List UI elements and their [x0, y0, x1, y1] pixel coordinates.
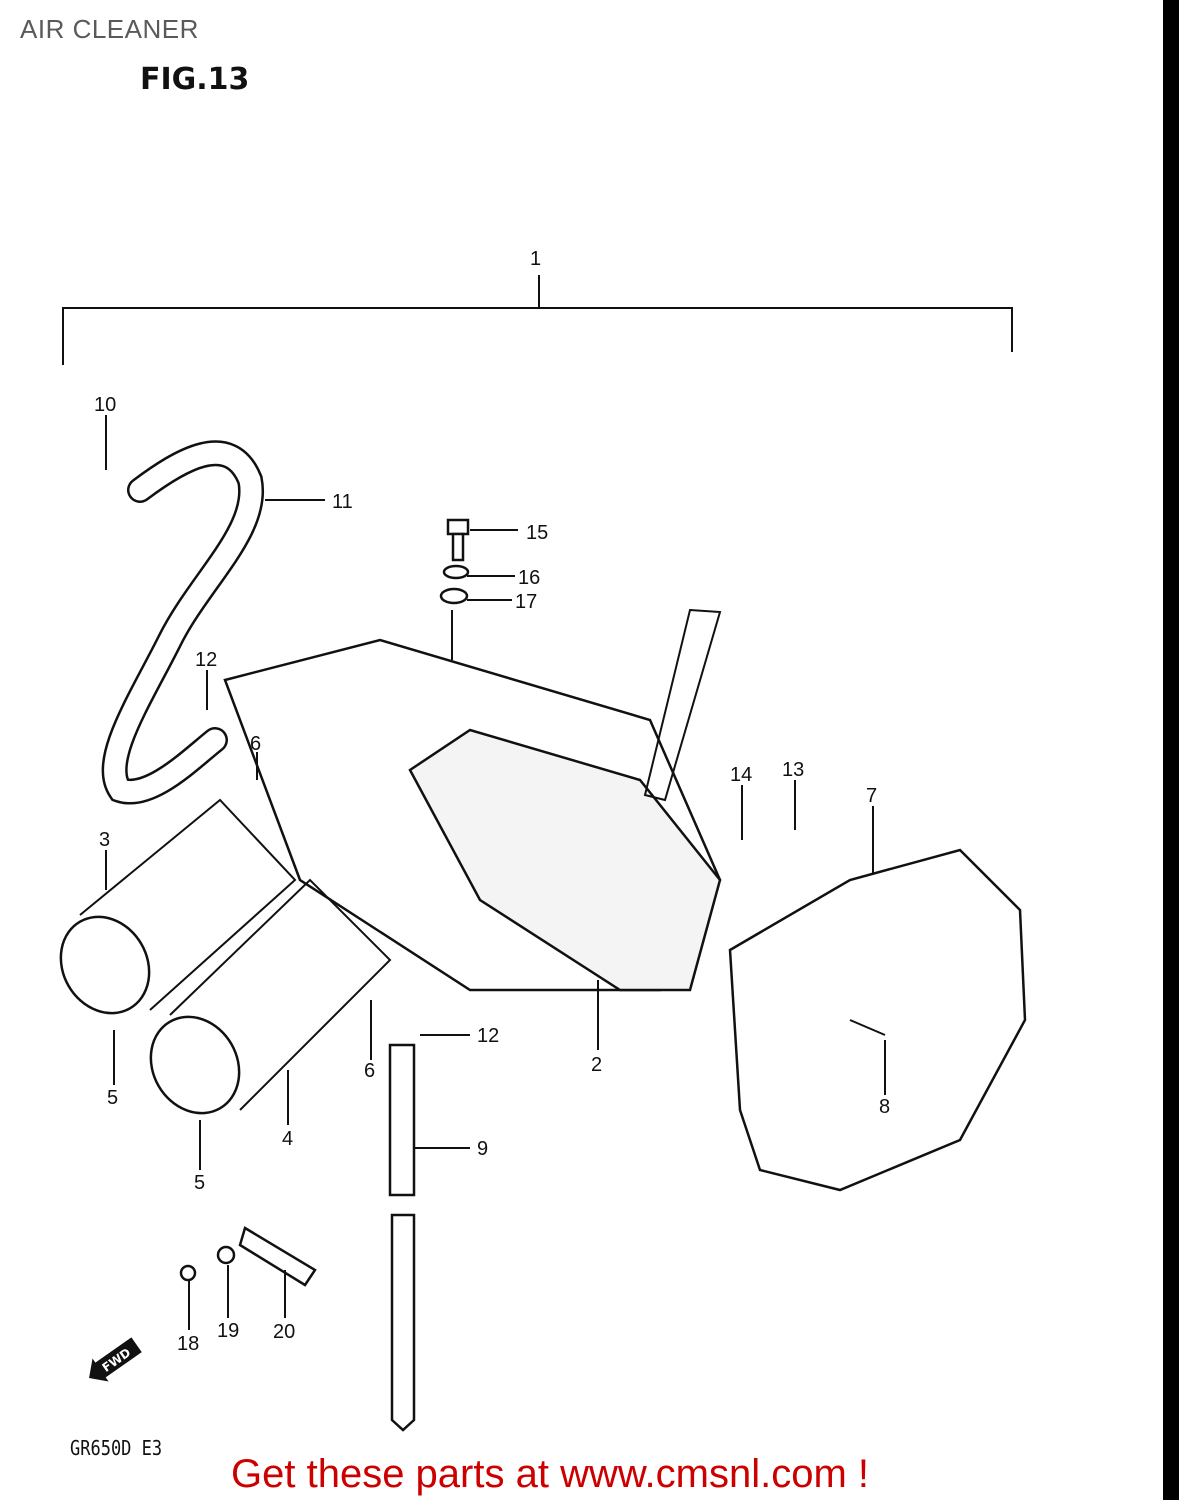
screw: [849, 1019, 886, 1036]
callout-7: 7: [866, 785, 877, 807]
intake-pipe-rear-body: [169, 878, 392, 1111]
callout-5: 5: [107, 1087, 118, 1109]
callout-11: 11: [332, 491, 353, 513]
callout-6b: 6: [364, 1060, 375, 1082]
washer-19: [216, 1245, 236, 1265]
callout-5b: 5: [194, 1172, 205, 1194]
right-edge-bar: [1163, 0, 1179, 1500]
strap: [643, 608, 722, 802]
fwd-arrow-shape: [89, 1337, 142, 1382]
callout-13: 13: [782, 759, 804, 781]
bracket-20: [238, 1226, 317, 1287]
model-code: GR650D E3: [70, 1436, 163, 1460]
drain-tube-lower: [390, 1213, 416, 1432]
air-filter-element: [408, 728, 722, 992]
callout-10: 10: [94, 394, 116, 416]
leader-lines: [105, 415, 886, 1330]
callout-1: 1: [530, 248, 541, 270]
callout-6: 6: [250, 733, 261, 755]
promo-link[interactable]: Get these parts at www.cmsnl.com !: [231, 1452, 869, 1496]
callout-9: 9: [477, 1138, 488, 1160]
callout-14: 14: [730, 764, 752, 786]
callout-12: 12: [195, 649, 217, 671]
callout-19: 19: [217, 1320, 239, 1342]
callout-4: 4: [282, 1128, 293, 1150]
callout-17: 17: [515, 591, 537, 613]
figure-label: FIG.13: [140, 62, 250, 97]
intake-pipe-rear: [149, 1015, 241, 1115]
callout-20: 20: [273, 1321, 295, 1343]
callout-16: 16: [518, 567, 540, 589]
bolt-shank: [451, 532, 465, 562]
assembly-bracket: [62, 275, 1013, 365]
breather-hose-inner: [104, 442, 262, 803]
drain-tube: [388, 1043, 416, 1197]
callout-3: 3: [99, 829, 110, 851]
intake-pipe-front: [59, 915, 151, 1015]
bolt: [446, 518, 470, 536]
washer-2: [439, 587, 469, 605]
fwd-arrow-icon: FWD: [89, 1337, 142, 1382]
screw-18: [179, 1264, 197, 1282]
callout-15: 15: [526, 522, 548, 544]
callout-8: 8: [879, 1096, 890, 1118]
intake-pipe-front-body: [79, 798, 297, 1011]
air-cleaner-cover: [728, 848, 1027, 1192]
section-title: AIR CLEANER: [20, 14, 199, 44]
callout-18: 18: [177, 1333, 199, 1355]
callout-12b: 12: [477, 1025, 499, 1047]
callout-2: 2: [591, 1054, 602, 1076]
washer: [442, 564, 470, 580]
